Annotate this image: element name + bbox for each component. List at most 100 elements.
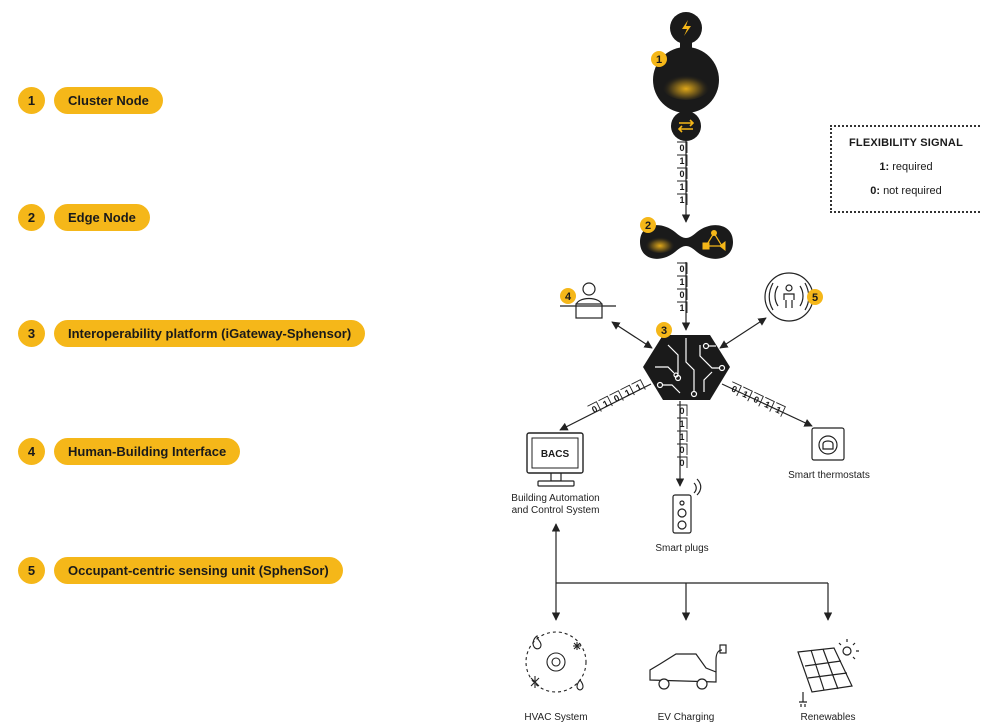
bit-value: 0 — [752, 394, 761, 405]
bit-value: 0 — [679, 445, 684, 455]
occupant-sensor-icon — [764, 272, 814, 322]
hvac-caption: HVAC System — [524, 712, 588, 723]
bit-frame — [754, 391, 764, 407]
legend-number: 4 — [18, 438, 45, 465]
bit-frame — [677, 167, 688, 179]
human-building-interface-icon — [560, 282, 616, 319]
hbi-platform-arrow — [611, 321, 653, 349]
not-required-text: not required — [883, 185, 942, 197]
snowflake-icon — [530, 676, 540, 688]
bit-value: 0 — [679, 169, 684, 179]
bit-frame — [677, 193, 688, 205]
bit-frame — [598, 395, 613, 407]
bit-frame — [677, 301, 688, 313]
badge-3: 3 — [661, 325, 667, 337]
bit-frame — [677, 275, 688, 287]
bit-value: 1 — [763, 399, 772, 410]
bit-frame — [677, 288, 688, 300]
bit-frame — [677, 180, 688, 192]
edge-node: 2 — [640, 217, 733, 259]
exchange-icon — [677, 119, 695, 133]
bit-value: 0 — [590, 404, 599, 415]
bacs-caption-line-1: Building Automation — [511, 493, 600, 504]
bit-frame — [587, 401, 602, 412]
legend-number: 5 — [18, 557, 45, 584]
bit-value: 1 — [679, 419, 684, 429]
smart-plug-icon — [672, 478, 702, 534]
triangle-network-icon — [702, 230, 726, 252]
bit-value: 1 — [601, 398, 610, 409]
flame-icon — [532, 634, 542, 650]
legend-item-sensing-unit: 5 Occupant-centric sensing unit (SphenSo… — [18, 557, 343, 584]
bit-value: 0 — [730, 384, 739, 395]
legend-label: Cluster Node — [54, 87, 163, 114]
bacs-label: BACS — [541, 449, 570, 460]
bit-value: 0 — [679, 143, 684, 153]
bit-value: 0 — [679, 290, 684, 300]
bit-frame — [677, 417, 688, 429]
flexibility-required-line: 1: required — [832, 161, 980, 173]
bacs-caption: Building Automation and Control System — [498, 493, 613, 517]
legend-item-cluster-node: 1 Cluster Node — [18, 87, 163, 114]
badge-2: 2 — [645, 220, 651, 232]
bit-frame — [776, 402, 786, 417]
flexibility-signal-box: FLEXIBILITY SIGNAL 1: required 0: not re… — [830, 125, 980, 213]
bit-value: 0 — [679, 264, 684, 274]
bit-frame — [743, 386, 753, 402]
circuit-icon — [655, 338, 726, 398]
connection-lines — [551, 141, 833, 621]
sun-icon — [842, 646, 852, 656]
legend-item-human-building-interface: 4 Human-Building Interface — [18, 438, 241, 465]
interoperability-platform-hub: 3 — [643, 322, 730, 400]
legend-number: 2 — [18, 204, 45, 231]
fan-icon — [573, 642, 581, 650]
hvac-icon — [525, 631, 587, 693]
bit-value: 1 — [679, 195, 684, 205]
required-key: 1: — [879, 161, 890, 173]
bit-value: 0 — [612, 393, 621, 404]
badge-4-circle — [560, 288, 576, 304]
bit-frame — [631, 379, 646, 390]
bacs-caption-line-2: and Control System — [511, 505, 600, 516]
smart-thermostats-caption: Smart thermostats — [788, 470, 870, 481]
bit-frame — [765, 396, 775, 412]
bit-value: 1 — [741, 389, 750, 400]
bit-frame — [677, 430, 688, 442]
bit-value: 1 — [774, 404, 783, 415]
bit-frame — [620, 384, 635, 396]
legend-label: Edge Node — [54, 204, 150, 231]
lightning-icon — [682, 20, 691, 36]
bit-value: 1 — [679, 156, 684, 166]
bit-frame — [732, 381, 742, 397]
solar-panel-icon — [797, 639, 859, 707]
bit-frame — [677, 262, 688, 274]
legend-item-edge-node: 2 Edge Node — [18, 204, 150, 231]
cluster-node: 1 — [651, 12, 719, 141]
flexibility-not-required-line: 0: not required — [832, 185, 980, 197]
legend-number: 1 — [18, 87, 45, 114]
bacs-monitor-icon: BACS — [526, 432, 584, 487]
bit-value: 0 — [679, 458, 684, 468]
legend-label: Human-Building Interface — [54, 438, 241, 465]
bit-value: 1 — [679, 303, 684, 313]
bit-value: 1 — [679, 182, 684, 192]
renewables-caption: Renewables — [800, 712, 856, 723]
bit-value: 1 — [679, 277, 684, 287]
ev-charging-caption: EV Charging — [657, 712, 715, 723]
bit-frame — [677, 154, 688, 166]
bit-frame — [677, 456, 688, 468]
required-text: required — [892, 161, 933, 173]
bit-value: 1 — [679, 432, 684, 442]
not-required-key: 0: — [870, 185, 880, 197]
bit-frame — [609, 390, 624, 401]
bit-value: 0 — [679, 406, 684, 416]
legend-label: Occupant-centric sensing unit (SphenSor) — [54, 557, 343, 584]
badge-5-circle — [807, 289, 823, 305]
flexibility-signal-title: FLEXIBILITY SIGNAL — [848, 137, 963, 149]
badge-1: 1 — [656, 54, 662, 66]
smart-plugs-caption: Smart plugs — [655, 543, 709, 554]
thermostat-icon — [811, 427, 845, 461]
ev-charging-icon — [649, 644, 727, 690]
